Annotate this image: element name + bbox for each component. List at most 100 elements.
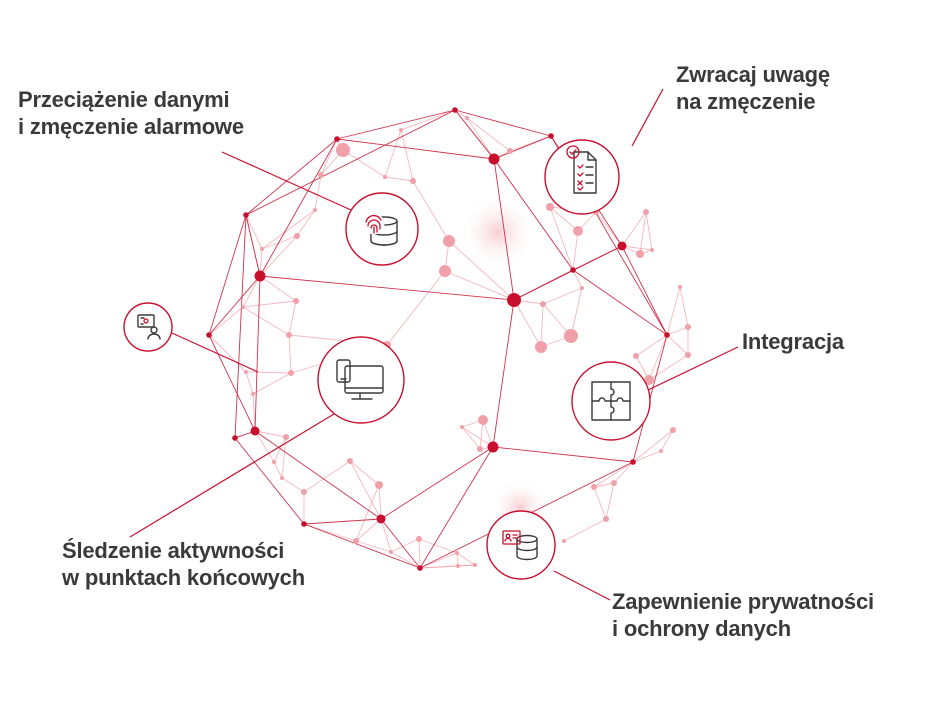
- network-edge: [572, 269, 583, 289]
- label-line: i ochrony danych: [612, 616, 791, 641]
- network-node: [410, 178, 416, 184]
- network-node: [347, 458, 353, 464]
- network-node: [580, 286, 584, 290]
- network-edge: [461, 426, 494, 448]
- network-edge: [666, 326, 689, 336]
- label-endpoint-tracking: Śledzenie aktywności w punktach końcowyc…: [62, 537, 305, 591]
- network-node: [241, 305, 245, 309]
- network-edge: [493, 135, 552, 160]
- network-edge: [252, 372, 292, 395]
- network-edge: [621, 245, 668, 336]
- network-edge: [380, 518, 421, 569]
- network-edge: [679, 286, 689, 328]
- network-node: [243, 212, 249, 218]
- network-node: [244, 370, 248, 374]
- network-edge: [456, 552, 476, 566]
- network-node: [353, 538, 359, 544]
- network-node: [272, 460, 276, 464]
- network-edge: [355, 540, 392, 553]
- network-edge: [254, 275, 261, 432]
- network-edge: [336, 109, 456, 140]
- network-node: [443, 235, 455, 247]
- network-node: [417, 565, 423, 571]
- network-node: [685, 352, 691, 358]
- network-edge: [513, 299, 542, 348]
- network-edge: [242, 300, 297, 308]
- network-edge: [418, 538, 421, 569]
- network-edge: [593, 482, 615, 488]
- network-node: [659, 449, 663, 453]
- certificate-user-icon: [123, 302, 173, 352]
- network-edge: [245, 371, 292, 374]
- network-edge: [666, 286, 681, 336]
- network-node: [630, 459, 636, 465]
- network-edge: [660, 429, 674, 452]
- network-node: [283, 434, 289, 440]
- network-edge: [412, 180, 450, 242]
- network-edge: [342, 149, 386, 178]
- network-node: [488, 153, 500, 165]
- network-edge: [595, 211, 623, 247]
- network-edge: [314, 174, 322, 211]
- puzzle-icon: [571, 361, 651, 441]
- network-edge: [390, 538, 420, 553]
- network-edge: [245, 109, 456, 216]
- network-node: [617, 241, 627, 251]
- network-edge: [540, 303, 544, 348]
- network-node: [546, 203, 554, 211]
- network-node: [250, 426, 260, 436]
- network-edge: [549, 206, 574, 271]
- network-edge: [355, 518, 382, 542]
- network-edge: [572, 269, 668, 336]
- network-node: [286, 332, 292, 338]
- network-node: [301, 521, 307, 527]
- network-node: [334, 136, 340, 142]
- network-node: [288, 370, 294, 376]
- network-edge: [296, 209, 316, 237]
- network-node: [313, 208, 317, 212]
- network-edge: [593, 461, 634, 488]
- label-data-overload: Przeciążenie danymi i zmęczenie alarmowe: [18, 86, 244, 140]
- network-node: [636, 250, 644, 258]
- network-node: [260, 247, 264, 251]
- network-node: [478, 415, 488, 425]
- label-line: na zmęczenie: [676, 89, 816, 114]
- network-edge: [632, 429, 674, 463]
- network-node: [562, 539, 566, 543]
- network-node: [685, 324, 691, 330]
- id-card-database-icon: [486, 510, 556, 580]
- network-node: [540, 301, 546, 307]
- network-node: [573, 226, 583, 236]
- network-edge: [549, 206, 579, 232]
- network-edge: [492, 446, 634, 463]
- label-line: i zmęczenie alarmowe: [18, 114, 244, 139]
- network-edge: [303, 460, 351, 493]
- network-edge: [208, 334, 247, 373]
- network-edge: [242, 306, 290, 336]
- network-edge: [254, 430, 275, 463]
- network-edge: [390, 551, 421, 569]
- network-node: [603, 516, 609, 522]
- network-edge: [254, 430, 382, 520]
- network-edge: [461, 426, 481, 450]
- network-edge: [386, 270, 446, 346]
- network-edge: [621, 245, 653, 251]
- network-edge: [259, 275, 297, 302]
- network-edge: [288, 300, 297, 336]
- network-node: [678, 285, 682, 289]
- network-edge: [631, 88, 664, 147]
- network-edge: [639, 211, 647, 255]
- network-node: [650, 248, 654, 252]
- network-edge: [208, 275, 261, 336]
- network-edge: [129, 413, 335, 538]
- callout-lines: [129, 88, 739, 601]
- label-privacy: Zapewnienie prywatności i ochrony danych: [612, 588, 874, 642]
- network-node: [477, 446, 483, 452]
- network-edge: [208, 306, 244, 336]
- network-edge: [572, 245, 623, 271]
- network-node: [375, 481, 383, 489]
- network-node: [460, 425, 464, 429]
- network-edge: [648, 334, 668, 381]
- network-node: [570, 267, 576, 273]
- network-node: [548, 133, 554, 139]
